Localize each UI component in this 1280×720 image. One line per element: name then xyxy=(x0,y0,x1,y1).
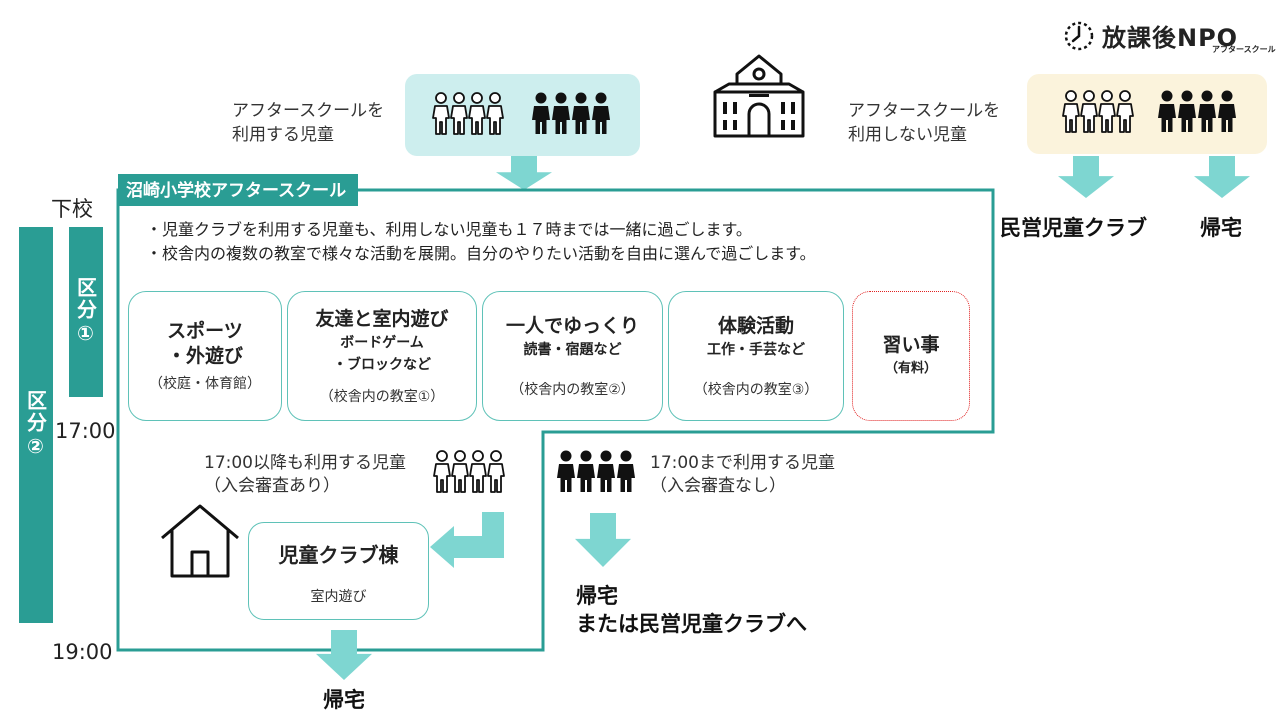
card-title: スポーツ ・外遊び xyxy=(166,320,243,367)
bent-arrow-icon xyxy=(430,512,504,568)
time-1900-label: 19:00 xyxy=(52,640,113,664)
down-arrow-icon xyxy=(316,630,372,680)
activity-card-indoor-play: 友達と室内遊び ボードゲーム ・ブロックなど （校舎内の教室①） xyxy=(287,291,477,421)
school-name-tab: 沼崎小学校アフタースクール xyxy=(118,174,359,206)
card-title: 一人でゆっくり xyxy=(505,314,639,337)
private-club-label: 民営児童クラブ xyxy=(1000,216,1147,240)
go-home-label: 帰宅 xyxy=(1200,216,1242,240)
clock-icon xyxy=(1064,21,1094,50)
card-place: （校舎内の教室③） xyxy=(693,381,819,398)
activity-card-hands-on: 体験活動 工作・手芸など （校舎内の教室③） xyxy=(668,291,844,421)
card-sub: 読書・宿題など xyxy=(523,341,622,358)
card-place: （校庭・体育館） xyxy=(149,376,261,392)
using-children-group xyxy=(405,74,640,156)
card-place: （校舎内の教室①） xyxy=(319,388,445,405)
brand-name: 放課後NPO xyxy=(1102,24,1239,52)
not-using-children-label: アフタースクールを 利用しない児童 xyxy=(848,101,1001,145)
activity-card-quiet-time: 一人でゆっくり 読書・宿題など （校舎内の教室②） xyxy=(482,291,663,421)
down-arrow-icon xyxy=(575,513,631,567)
children-icon-group xyxy=(433,450,505,493)
activity-card-lessons: 習い事 （有料） xyxy=(852,291,970,421)
brand-sub: アフタースクール xyxy=(1212,45,1276,54)
card-title: 習い事 xyxy=(882,333,940,356)
card-sub: ボードゲーム ・ブロックなど xyxy=(333,334,431,373)
activity-card-sports: スポーツ ・外遊び （校庭・体育館） xyxy=(128,291,282,421)
section-1-bar: 区分① xyxy=(69,227,103,397)
card-place: （校舎内の教室②） xyxy=(510,381,635,398)
time-1700-label: 17:00 xyxy=(55,419,116,443)
not-using-children-group xyxy=(1027,74,1267,154)
card-title: 体験活動 xyxy=(717,314,794,337)
card-title: 友達と室内遊び xyxy=(315,307,449,330)
bullet-line: ・校舎内の複数の教室で様々な活動を展開。自分のやりたい活動を自由に選んで過ごしま… xyxy=(146,244,816,263)
stay-children-label: 17:00以降も利用する児童 （入会審査あり） xyxy=(204,453,406,496)
club-building-card: 児童クラブ棟 室内遊び xyxy=(248,522,429,620)
leave-children-label: 17:00まで利用する児童 （入会審査なし） xyxy=(650,453,835,496)
club-building-title: 児童クラブ棟 xyxy=(278,543,399,567)
card-sub: 工作・手芸など xyxy=(707,341,805,358)
school-description: ・児童クラブを利用する児童も、利用しない児童も１７時までは一緒に過ごします。 ・… xyxy=(146,218,816,266)
using-children-label: アフタースクールを 利用する児童 xyxy=(232,101,385,145)
children-icon-group xyxy=(557,450,635,492)
dismissal-label: 下校 xyxy=(51,197,93,221)
club-building-activity: 室内遊び xyxy=(310,589,367,605)
school-building-icon xyxy=(713,54,805,138)
section-2-bar: 区分② xyxy=(19,227,53,623)
brand-logo: 放課後NPO アフタースクール xyxy=(1062,18,1276,54)
bullet-line: ・児童クラブを利用する児童も、利用しない児童も１７時までは一緒に過ごします。 xyxy=(146,220,752,239)
house-icon xyxy=(161,504,239,578)
card-sub: （有料） xyxy=(884,360,937,376)
leave-destination-label: 帰宅 または民営児童クラブへ xyxy=(576,584,807,636)
final-home-label: 帰宅 xyxy=(323,688,365,712)
